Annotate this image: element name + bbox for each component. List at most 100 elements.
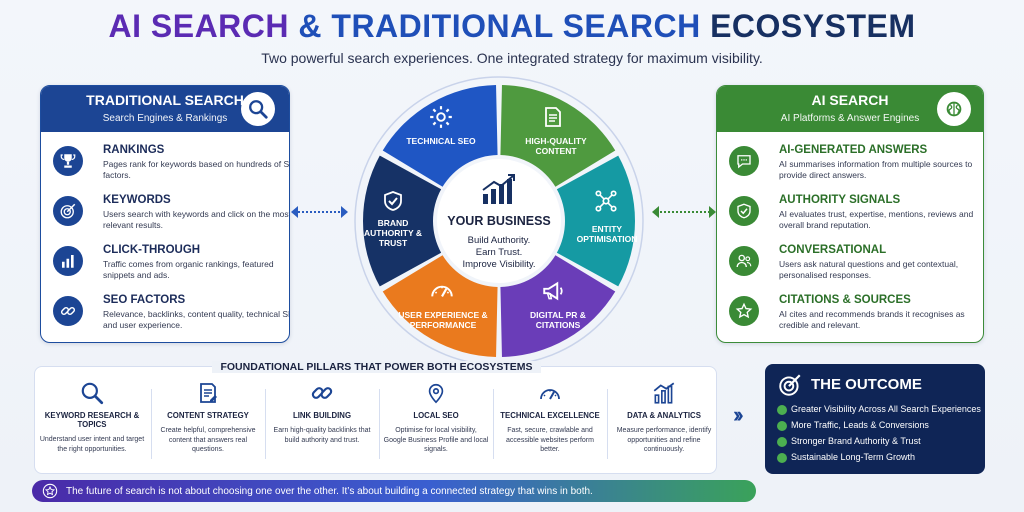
segment-entity-optimisation: ENTITY OPTIMISATION xyxy=(576,224,638,244)
page-subtitle: Two powerful search experiences. One int… xyxy=(261,50,763,66)
left-connector xyxy=(295,211,343,213)
pillar-divider xyxy=(151,389,152,459)
pillar-desc: Understand user intent and target the ri… xyxy=(39,436,145,453)
document-icon xyxy=(541,104,565,135)
item-title: AUTHORITY SIGNALS xyxy=(779,194,901,206)
pillar-local-seo: LOCAL SEO Optimise for local visibility,… xyxy=(379,379,493,469)
pillar-divider xyxy=(265,389,266,459)
right-connector-arrow-right xyxy=(709,206,716,218)
wheel-segment xyxy=(382,85,498,187)
ai-search-title: AI SEARCH xyxy=(811,92,889,108)
pillar-title: DATA & ANALYTICS xyxy=(627,411,701,420)
star-icon xyxy=(42,483,58,502)
item-title: AI-GENERATED ANSWERS xyxy=(779,144,928,156)
shield-check-icon xyxy=(729,196,759,226)
list-item-click-through: CLICK-THROUGH Traffic comes from organic… xyxy=(53,244,289,290)
ai-search-header: AI SEARCH AI Platforms & Answer Engines xyxy=(717,86,983,132)
pillar-divider xyxy=(493,389,494,459)
center-line: Earn Trust. xyxy=(475,247,523,258)
item-title: RANKINGS xyxy=(103,144,165,156)
item-title: CLICK-THROUGH xyxy=(103,244,201,256)
list-item-citations-sources: CITATIONS & SOURCES AI cites and recomme… xyxy=(729,294,965,340)
center-line: Build Authority. xyxy=(467,235,531,246)
target-icon xyxy=(777,372,803,403)
edit-document-icon xyxy=(151,379,265,407)
search-icon xyxy=(241,92,275,126)
item-desc: Users search with keywords and click on … xyxy=(103,209,290,230)
wheel-segment xyxy=(363,155,442,287)
link-icon xyxy=(53,296,83,326)
wheel-segment xyxy=(500,255,616,357)
pillar-title: LOCAL SEO xyxy=(413,411,459,420)
item-desc: AI evaluates trust, expertise, mentions,… xyxy=(779,209,974,230)
segment-high-quality-content: HIGH-QUALITY CONTENT xyxy=(525,136,587,156)
check-icon xyxy=(777,404,787,415)
center-lines: Build Authority. Earn Trust. Improve Vis… xyxy=(439,235,559,271)
list-item-keywords: KEYWORDS Users search with keywords and … xyxy=(53,194,289,240)
pillar-title: LINK BUILDING xyxy=(292,411,352,420)
item-desc: Relevance, backlinks, content quality, t… xyxy=(103,309,290,330)
pillar-desc: Optimise for local visibility, Google Bu… xyxy=(383,427,489,453)
page-title: AI SEARCH & TRADITIONAL SEARCH ECOSYSTEM xyxy=(0,8,1024,45)
network-icon xyxy=(593,188,619,219)
outcome-item-text: Stronger Brand Authority & Trust xyxy=(791,436,921,446)
item-title: CONVERSATIONAL xyxy=(779,244,887,256)
outcome-title: THE OUTCOME xyxy=(811,376,922,393)
pillar-title: KEYWORD RESEARCH & TOPICS xyxy=(44,411,140,429)
center-title: YOUR BUSINESS xyxy=(447,214,551,228)
pillar-title: CONTENT STRATEGY xyxy=(167,411,249,420)
outcome-panel: THE OUTCOME Greater Visibility Across Al… xyxy=(765,364,985,474)
outcome-item-text: Greater Visibility Across All Search Exp… xyxy=(791,404,981,414)
right-connector-arrow-left xyxy=(652,206,659,218)
bar-chart-icon xyxy=(53,246,83,276)
check-icon xyxy=(777,452,787,463)
pillar-keyword-research: KEYWORD RESEARCH & TOPICS Understand use… xyxy=(35,379,149,469)
users-icon xyxy=(729,246,759,276)
shield-check-icon xyxy=(381,188,405,219)
segment-digital-pr-citations: DIGITAL PR & CITATIONS xyxy=(530,310,586,330)
item-desc: Traffic comes from organic rankings, fea… xyxy=(103,259,274,280)
footer-text: The future of search is not about choosi… xyxy=(66,485,593,497)
title-ai-search: AI SEARCH xyxy=(108,8,289,44)
pillar-technical-excellence: TECHNICAL EXCELLENCE Fast, secure, crawl… xyxy=(493,379,607,469)
pillar-desc: Create helpful, comprehensive content th… xyxy=(160,427,256,453)
pillar-link-building: LINK BUILDING Earn high-quality backlink… xyxy=(265,379,379,469)
double-chevron-right-icon: ›› xyxy=(733,402,743,427)
check-icon xyxy=(777,420,787,431)
analytics-icon xyxy=(607,379,721,407)
list-item-conversational: CONVERSATIONAL Users ask natural questio… xyxy=(729,244,965,290)
list-item-rankings: RANKINGS Pages rank for keywords based o… xyxy=(53,144,289,190)
check-icon xyxy=(777,436,787,447)
pillar-divider xyxy=(379,389,380,459)
link-icon xyxy=(265,379,379,407)
outcome-item: Sustainable Long-Term Growth xyxy=(777,452,915,463)
list-item-ai-generated-answers: AI-GENERATED ANSWERS AI summarises infor… xyxy=(729,144,972,190)
item-desc: Users ask natural questions and get cont… xyxy=(779,259,959,280)
outcome-item: Stronger Brand Authority & Trust xyxy=(777,436,921,447)
chat-icon xyxy=(729,146,759,176)
item-desc: AI summarises information from multiple … xyxy=(779,159,973,180)
foundational-pillars: FOUNDATIONAL PILLARS THAT POWER BOTH ECO… xyxy=(34,361,717,474)
title-ecosystem: ECOSYSTEM xyxy=(710,8,916,44)
item-title: CITATIONS & SOURCES xyxy=(779,294,911,306)
outcome-item: More Traffic, Leads & Conversions xyxy=(777,420,929,431)
gauge-icon xyxy=(429,278,455,309)
star-icon xyxy=(729,296,759,326)
location-pin-icon xyxy=(379,379,493,407)
speedometer-icon xyxy=(493,379,607,407)
wheel-segment xyxy=(382,255,498,357)
list-item-authority-signals: AUTHORITY SIGNALS AI evaluates trust, ex… xyxy=(729,194,973,240)
business-wheel: TECHNICAL SEO HIGH-QUALITY CONTENT ENTIT… xyxy=(354,76,644,366)
trophy-icon xyxy=(53,146,83,176)
pillar-desc: Fast, secure, crawlable and accessible w… xyxy=(506,427,594,453)
footer-banner: The future of search is not about choosi… xyxy=(32,480,756,502)
ai-search-subtitle: AI Platforms & Answer Engines xyxy=(780,113,920,124)
wheel-center xyxy=(437,159,561,283)
megaphone-icon xyxy=(541,278,567,309)
traditional-search-panel: TRADITIONAL SEARCH Search Engines & Rank… xyxy=(40,85,290,343)
outcome-item-text: Sustainable Long-Term Growth xyxy=(791,452,916,462)
traditional-search-title: TRADITIONAL SEARCH xyxy=(86,92,244,108)
wheel-diagram xyxy=(354,76,644,366)
segment-brand-authority: BRAND AUTHORITY & TRUST xyxy=(364,218,422,248)
target-icon xyxy=(53,196,83,226)
